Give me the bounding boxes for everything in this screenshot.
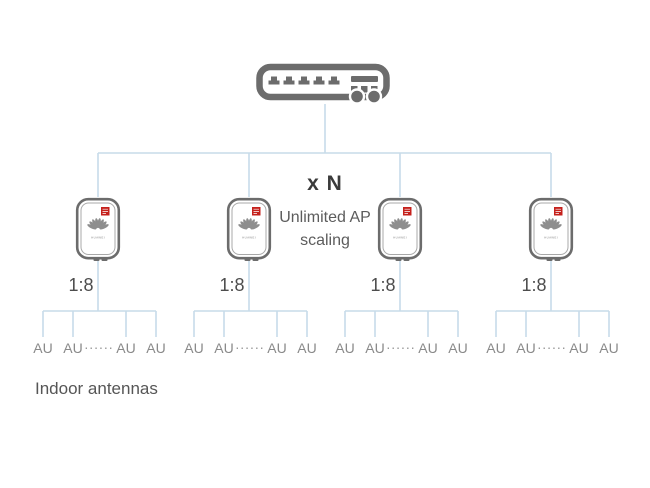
au-label: AU — [365, 340, 385, 356]
red-brand-badge-icon — [252, 207, 261, 216]
huawei-logo-icon: HUAWEI — [87, 218, 109, 240]
huawei-logo-icon: HUAWEI — [540, 218, 562, 240]
caption-indoor-antennas: Indoor antennas — [35, 379, 158, 398]
svg-text:HUAWEI: HUAWEI — [242, 236, 256, 240]
au-label: AU — [418, 340, 438, 356]
au-label: AU — [146, 340, 166, 356]
svg-text:HUAWEI: HUAWEI — [544, 236, 558, 240]
au-label: AU — [335, 340, 355, 356]
access-point-icon: HUAWEI — [226, 197, 272, 261]
split-ratio-label: 1:8 — [219, 275, 245, 295]
ellipsis-label: ...... — [84, 336, 114, 352]
au-label: AU — [184, 340, 204, 356]
split-ratio-label: 1:8 — [68, 275, 94, 295]
access-point-icon: HUAWEI — [75, 197, 121, 261]
au-label: AU — [116, 340, 136, 356]
scaling-note: Unlimited AP scaling — [279, 209, 371, 249]
access-point-icon: HUAWEI — [377, 197, 423, 261]
ellipsis-label: ...... — [386, 336, 416, 352]
svg-text:HUAWEI: HUAWEI — [393, 236, 407, 240]
au-label: AU — [599, 340, 619, 356]
au-label: AU — [297, 340, 317, 356]
au-label: AU — [486, 340, 506, 356]
switch-ports-icon — [268, 76, 340, 85]
huawei-logo-icon: HUAWEI — [238, 218, 260, 240]
ellipsis-label: ...... — [537, 336, 567, 352]
access-point-icon: HUAWEI — [528, 197, 574, 261]
red-brand-badge-icon — [101, 207, 110, 216]
svg-text:HUAWEI: HUAWEI — [91, 236, 105, 240]
au-label: AU — [33, 340, 53, 356]
red-brand-badge-icon — [554, 207, 563, 216]
red-brand-badge-icon — [403, 207, 412, 216]
au-label: AU — [569, 340, 589, 356]
split-ratio-label: 1:8 — [521, 275, 547, 295]
multiplier-label: x N — [307, 172, 343, 195]
split-ratio-label: 1:8 — [370, 275, 396, 295]
huawei-logo-icon: HUAWEI — [389, 218, 411, 240]
ethernet-switch-icon — [256, 63, 390, 105]
au-label: AU — [214, 340, 234, 356]
au-label: AU — [448, 340, 468, 356]
ellipsis-label: ...... — [235, 336, 265, 352]
au-label: AU — [516, 340, 536, 356]
au-label: AU — [63, 340, 83, 356]
au-label: AU — [267, 340, 287, 356]
